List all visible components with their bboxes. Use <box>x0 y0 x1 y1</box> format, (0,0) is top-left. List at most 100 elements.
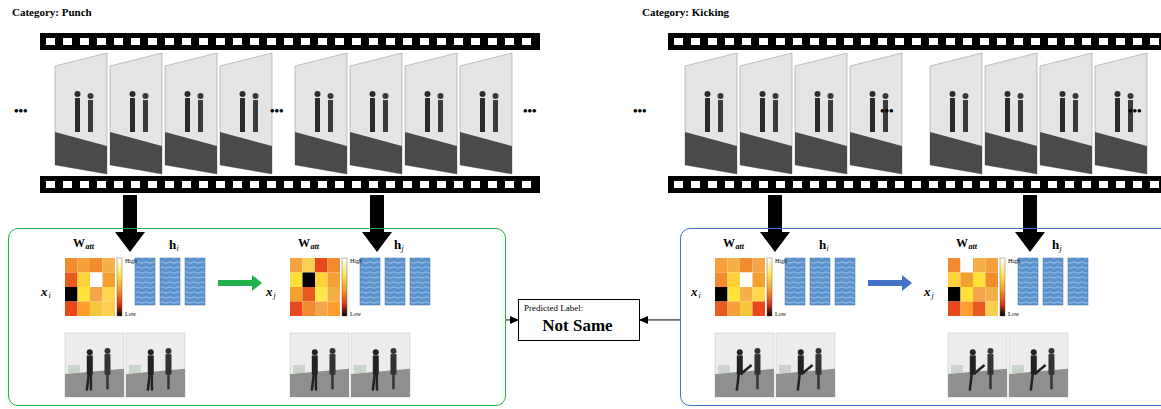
person-leg <box>376 374 379 391</box>
frame-person <box>438 100 443 132</box>
photo-desk <box>354 365 366 373</box>
heatmap-cell <box>290 258 303 273</box>
ellipsis: ••• <box>633 104 647 117</box>
matrix-symbol: W <box>73 237 85 249</box>
person-body <box>87 355 93 374</box>
heatmap-cell <box>315 302 328 317</box>
photo-wall <box>715 333 774 397</box>
frame-person-head <box>75 91 81 97</box>
video-frame <box>110 53 162 174</box>
subscript: j <box>274 292 276 300</box>
heatmap-cell <box>315 273 328 288</box>
sprocket-hole <box>352 181 361 188</box>
colorbar <box>342 258 347 316</box>
heatmap-cell <box>986 258 999 273</box>
sprocket-hole <box>793 181 802 188</box>
person-leg <box>802 365 813 374</box>
heatmap-cell <box>90 258 103 273</box>
sprocket-hole <box>505 181 514 188</box>
sprocket-hole <box>742 38 751 45</box>
person-leg <box>1035 365 1046 374</box>
heatmap-cell <box>986 287 999 302</box>
input-symbol: x <box>691 285 698 298</box>
photo-wall <box>126 333 185 397</box>
frame-person <box>328 100 333 132</box>
person-head <box>390 348 396 354</box>
subscript: i <box>49 292 51 300</box>
video-frame <box>930 53 982 174</box>
frame-floor <box>795 132 847 174</box>
sprocket-hole <box>420 38 429 45</box>
person-head <box>987 348 993 354</box>
frame-person-head <box>1128 93 1134 99</box>
frame-person <box>383 100 388 132</box>
person-body <box>312 355 318 374</box>
colorbar <box>1000 258 1005 316</box>
hidden-state-bar <box>410 258 430 305</box>
colorbar-label: High <box>125 258 137 264</box>
sprocket-hole <box>1014 38 1023 45</box>
person-body <box>987 354 993 374</box>
heatmap-cell <box>961 258 974 273</box>
colorbar-label: Low <box>350 311 361 317</box>
ellipsis: ••• <box>523 104 537 117</box>
sprocket-hole <box>233 38 242 45</box>
video-frame <box>740 53 792 174</box>
photo-wall <box>1009 333 1068 397</box>
heatmap-cell <box>728 287 741 302</box>
heatmap-cell <box>315 287 328 302</box>
frame-person-head <box>253 93 259 99</box>
sprocket-hole <box>454 181 463 188</box>
sprocket-hole <box>1065 38 1074 45</box>
colorbar-label: Low <box>125 311 136 317</box>
sprocket-hole <box>114 181 123 188</box>
sprocket-hole <box>63 181 72 188</box>
heatmap-cell <box>728 273 741 288</box>
colorbar-label: High <box>1008 258 1020 264</box>
sprocket-hole <box>63 38 72 45</box>
hidden-state-bar <box>810 258 830 305</box>
sprocket-hole <box>369 181 378 188</box>
sprocket-hole <box>114 38 123 45</box>
hidden-state-bar <box>1018 258 1038 305</box>
sprocket-hole <box>182 181 191 188</box>
photo-floor <box>351 369 410 397</box>
category-title: Category: Punch <box>12 7 92 18</box>
photo-desk <box>68 365 80 373</box>
heatmap-cell <box>753 273 766 288</box>
connector-arrow <box>640 319 680 320</box>
person-body <box>329 354 335 374</box>
sprocket-hole <box>131 38 140 45</box>
video-frame <box>685 53 737 174</box>
transition-arrow <box>218 275 262 291</box>
frame-person <box>718 100 723 132</box>
heatmap-cell <box>715 258 728 273</box>
down-arrow <box>760 195 790 252</box>
sprocket-hole <box>929 38 938 45</box>
heatmap-cell <box>948 287 961 302</box>
person-leg <box>737 374 739 391</box>
film-band <box>40 176 540 193</box>
film-band <box>40 33 540 50</box>
person-leg <box>315 374 318 391</box>
sprocket-hole <box>861 181 870 188</box>
sprocket-hole <box>386 181 395 188</box>
heatmap-cell <box>948 273 961 288</box>
prediction-caption: Predicted Label: <box>524 303 631 313</box>
sprocket-hole <box>912 181 921 188</box>
sprocket-hole <box>878 181 887 188</box>
colorbar-label: High <box>350 258 362 264</box>
frame-person <box>143 100 148 132</box>
video-frame <box>795 53 847 174</box>
state-symbol: h <box>169 238 176 251</box>
heatmap-cell <box>715 302 728 317</box>
film-band <box>668 33 1161 50</box>
frame-person <box>370 98 375 132</box>
frame-person <box>1005 98 1010 132</box>
heatmap-cell <box>103 302 116 317</box>
heatmap-cell <box>986 302 999 317</box>
subscript: att <box>311 243 319 251</box>
heatmap-cell <box>103 287 116 302</box>
